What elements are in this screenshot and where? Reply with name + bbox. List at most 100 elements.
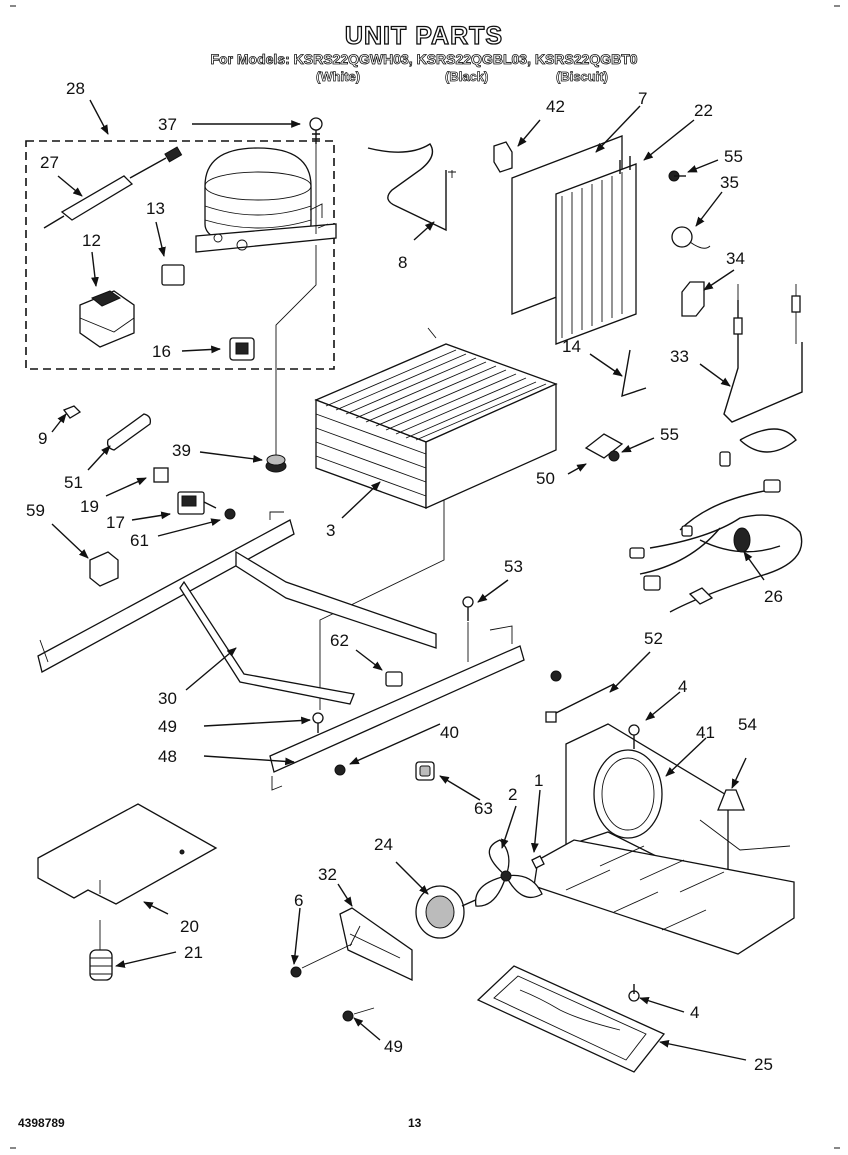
callout-50: 50: [536, 469, 555, 488]
callout-33: 33: [670, 347, 689, 366]
callout-39: 39: [172, 441, 191, 460]
base-rails: [37, 511, 437, 705]
compressor: [195, 147, 337, 253]
screw-40: [550, 670, 562, 682]
part-17: [177, 491, 217, 515]
callout-3: 3: [326, 521, 335, 540]
callout-52: 52: [644, 629, 663, 648]
screw-4a: [628, 724, 640, 749]
callout-53: 53: [504, 557, 523, 576]
heater-clip: [621, 349, 647, 398]
screw-6: [290, 966, 302, 978]
callout-22: 22: [694, 101, 713, 120]
callout-12: 12: [82, 231, 101, 250]
condenser-coil: [314, 327, 558, 510]
callout-14: 14: [562, 337, 581, 356]
evaporator-clip: [493, 141, 513, 173]
fan-blade: [474, 839, 543, 907]
callout-4a: 4: [678, 677, 687, 696]
callout-20: 20: [180, 917, 199, 936]
callout-19: 19: [80, 497, 99, 516]
screw-53: [462, 596, 474, 621]
callout-59: 59: [26, 501, 45, 520]
callout-9: 9: [38, 429, 47, 448]
start-device: [43, 146, 183, 229]
page-title: UNIT PARTS: [344, 21, 504, 50]
screw-55a: [668, 170, 686, 182]
wire-nut: [717, 789, 745, 811]
cable-tie: [549, 683, 615, 717]
callout-8: 8: [398, 253, 407, 272]
callout-28: 28: [66, 79, 85, 98]
callout-41: 41: [696, 723, 715, 742]
callout-labels: 28 37 27 13 12 16 8 42 7 22 55 35 34 14 …: [26, 79, 783, 1074]
callout-30: 30: [158, 689, 177, 708]
leader-lines: [51, 99, 765, 1061]
callout-61: 61: [130, 531, 149, 550]
callout-49a: 49: [158, 717, 177, 736]
variant-white: (White): [316, 69, 361, 85]
leveler: [89, 920, 113, 981]
callout-4b: 4: [690, 1003, 699, 1022]
variant-biscuit: (Biscuit): [556, 69, 609, 85]
part-62: [385, 671, 403, 687]
grommet: [265, 454, 287, 473]
callout-62: 62: [330, 631, 349, 650]
page-number: 13: [408, 1116, 422, 1130]
relay: [79, 290, 135, 348]
corner-marks: [10, 5, 840, 1149]
drier-tube: [367, 143, 447, 232]
part-51: [106, 413, 152, 451]
fan-clip: [531, 855, 545, 869]
fan-shroud: [533, 723, 795, 955]
variant-black: (Black): [445, 69, 489, 85]
part-19: [153, 467, 169, 483]
defrost-thermostat: [671, 226, 711, 249]
callout-51: 51: [64, 473, 83, 492]
callout-2: 2: [508, 785, 517, 804]
screw-49b: [342, 1010, 354, 1022]
cross-member: [269, 625, 525, 791]
callout-37: 37: [158, 115, 177, 134]
callout-35: 35: [720, 173, 739, 192]
drain-pan: [476, 965, 666, 1073]
callout-55b: 55: [660, 425, 679, 444]
callout-40: 40: [440, 723, 459, 742]
screw-48: [334, 764, 346, 776]
callout-49b: 49: [384, 1037, 403, 1056]
defrost-heater: [723, 300, 803, 423]
callout-26: 26: [764, 587, 783, 606]
callout-48: 48: [158, 747, 177, 766]
callout-21: 21: [184, 943, 203, 962]
access-panel: [37, 803, 218, 905]
callout-63: 63: [474, 799, 493, 818]
callout-7: 7: [638, 89, 647, 108]
callout-6: 6: [294, 891, 303, 910]
motor-bracket: [339, 907, 413, 982]
screw-4b: [628, 984, 640, 1002]
screw-37: [309, 117, 323, 144]
callout-32: 32: [318, 865, 337, 884]
doc-number: 4398789: [18, 1116, 65, 1130]
callout-1: 1: [534, 771, 543, 790]
evaporator: [511, 135, 637, 345]
screw-49a: [312, 712, 324, 733]
callout-34: 34: [726, 249, 745, 268]
clip: [161, 264, 185, 286]
callout-55a: 55: [724, 147, 743, 166]
callout-25: 25: [754, 1055, 773, 1074]
models-line: For Models: KSRS22QGWH03, KSRS22QGBL03, …: [210, 51, 638, 68]
callout-17: 17: [106, 513, 125, 532]
part-63: [415, 761, 435, 781]
callout-13: 13: [146, 199, 165, 218]
screw-55b: [608, 450, 620, 462]
callout-16: 16: [152, 342, 171, 361]
bracket-34: [681, 281, 705, 317]
compressor-kit-box: [25, 140, 335, 370]
callout-27: 27: [40, 153, 59, 172]
callout-54: 54: [738, 715, 757, 734]
wiring-harness: [629, 428, 803, 613]
callout-42: 42: [546, 97, 565, 116]
